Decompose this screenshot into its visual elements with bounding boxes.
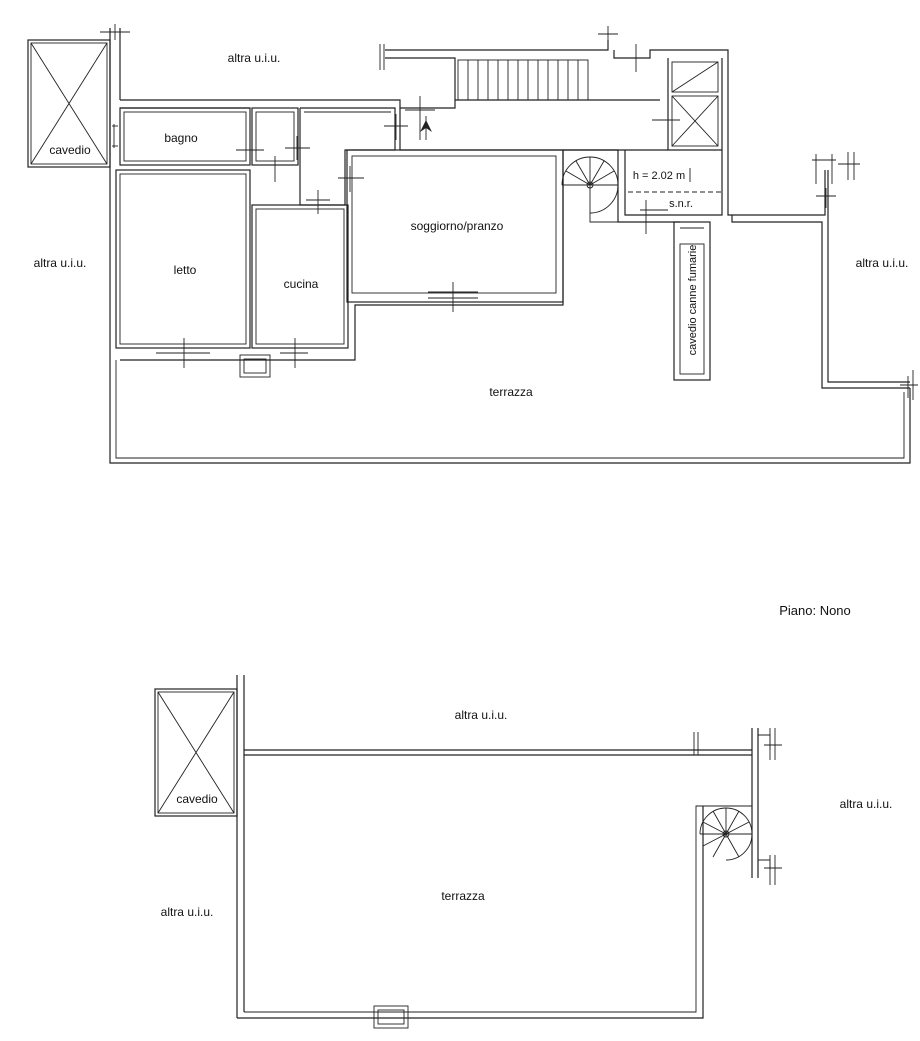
- floor-label: Piano: Nono: [779, 603, 851, 618]
- spiral-staircase-upper: [561, 156, 619, 223]
- label-altra-top-lower: altra u.i.u.: [455, 708, 508, 722]
- flue-shaft: [673, 221, 711, 381]
- label-terrazza-lower: terrazza: [441, 889, 485, 903]
- terrace-outline-upper: [109, 355, 911, 464]
- lower-plan: altra u.i.u. altra u.i.u. altra u.i.u. c…: [154, 675, 893, 1029]
- label-cavedio-lower: cavedio: [176, 792, 218, 806]
- label-altra-top-upper: altra u.i.u.: [228, 51, 281, 65]
- lower-terrace-walls: [236, 675, 782, 1029]
- technical-shafts: [671, 61, 719, 147]
- label-cavedio-canne: cavedio canne fumarie: [687, 245, 699, 356]
- label-terrazza-upper: terrazza: [489, 385, 533, 399]
- cavedio-shaft-lower: [154, 688, 238, 817]
- label-soggiorno: soggiorno/pranzo: [411, 219, 504, 233]
- apartment-walls: [100, 24, 918, 400]
- label-bagno: bagno: [164, 131, 198, 145]
- label-cavedio-upper: cavedio: [49, 143, 91, 157]
- label-snr: s.n.r.: [669, 198, 693, 210]
- spiral-staircase-lower: [699, 807, 753, 861]
- label-altra-right-lower: altra u.i.u.: [840, 797, 893, 811]
- label-altra-left-upper: altra u.i.u.: [34, 256, 87, 270]
- straight-staircase: [457, 59, 589, 101]
- label-altra-right-upper: altra u.i.u.: [856, 256, 909, 270]
- label-height-note: h = 2.02 m: [633, 170, 685, 182]
- label-letto: letto: [174, 263, 197, 277]
- north-arrow-icon: [420, 116, 432, 140]
- label-altra-left-lower: altra u.i.u.: [161, 905, 214, 919]
- label-cucina: cucina: [284, 277, 319, 291]
- upper-plan: altra u.i.u. altra u.i.u. altra u.i.u. c…: [27, 24, 918, 464]
